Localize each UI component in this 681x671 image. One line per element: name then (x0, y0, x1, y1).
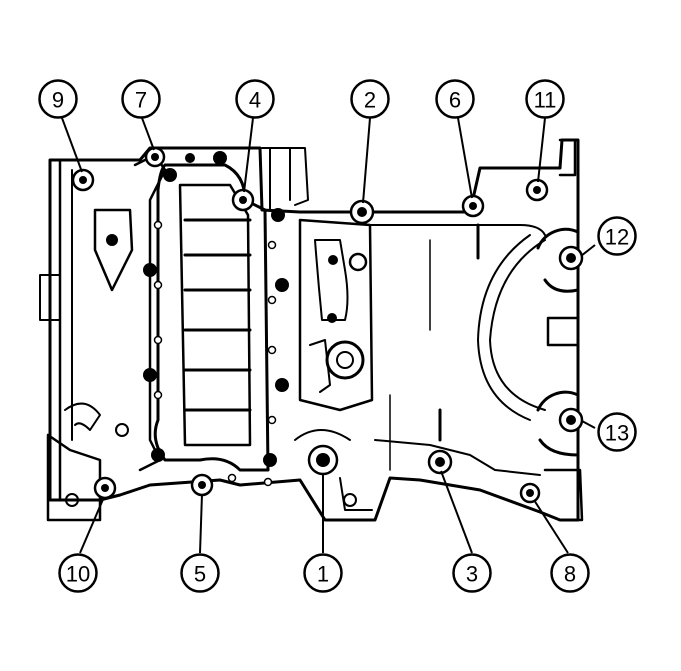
svg-text:3: 3 (466, 562, 478, 587)
svg-text:12: 12 (605, 225, 629, 250)
callout-8: 8 (550, 553, 590, 593)
callout-11: 11 (525, 79, 565, 119)
svg-text:4: 4 (249, 88, 261, 113)
svg-text:7: 7 (135, 88, 147, 113)
svg-text:11: 11 (534, 88, 557, 113)
pickup-tube-area (261, 147, 374, 412)
callout-4: 4 (235, 79, 275, 119)
svg-text:6: 6 (449, 88, 461, 113)
callout-12: 12 (597, 216, 637, 256)
callout-13: 13 (597, 412, 637, 452)
callout-2: 2 (350, 79, 390, 119)
svg-text:5: 5 (194, 562, 206, 587)
svg-text:1: 1 (317, 562, 329, 587)
svg-text:9: 9 (52, 88, 64, 113)
callout-1: 1 (303, 553, 343, 593)
callout-5: 5 (180, 553, 220, 593)
leader-lines (61, 117, 596, 554)
callout-10: 10 (58, 553, 98, 593)
svg-text:13: 13 (605, 421, 629, 446)
svg-text:8: 8 (564, 562, 576, 587)
callouts: 9 7 4 2 6 11 12 13 (38, 79, 637, 593)
callout-9: 9 (38, 79, 78, 119)
sump-area (294, 138, 584, 522)
svg-text:10: 10 (66, 562, 90, 587)
callout-6: 6 (435, 79, 475, 119)
baffle-panel (143, 151, 289, 487)
svg-text:2: 2 (364, 88, 376, 113)
callout-7: 7 (121, 79, 161, 119)
callout-3: 3 (452, 553, 492, 593)
